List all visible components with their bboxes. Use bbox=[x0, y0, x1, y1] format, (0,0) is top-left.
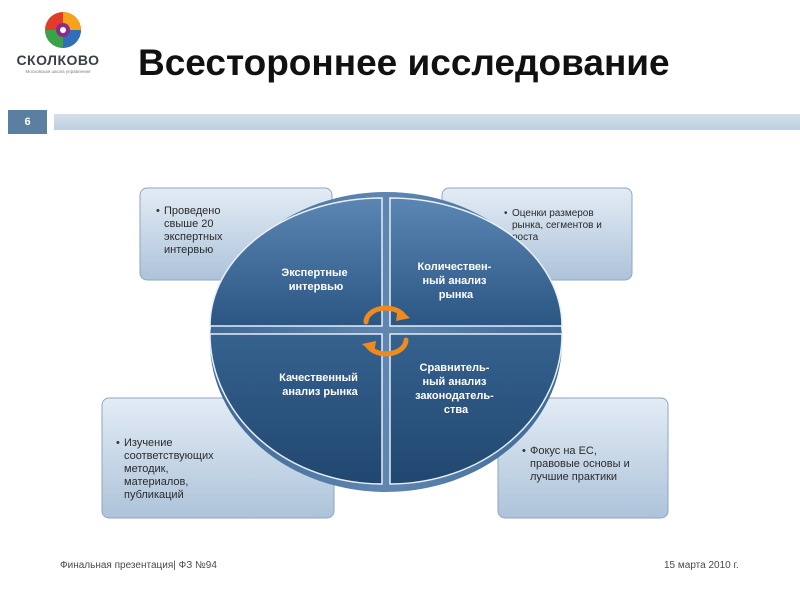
slide-title: Всестороннее исследование bbox=[138, 42, 670, 83]
footer-date: 15 марта 2010 г. bbox=[664, 560, 739, 571]
quadrant-tr-label: Количествен- ный анализ рынка bbox=[418, 261, 495, 301]
callout-br-text: Фокус на ЕС, правовые основы и лучшие пр… bbox=[530, 445, 633, 483]
skolkovo-logo-icon bbox=[45, 12, 81, 48]
callout-tr-bullet: • bbox=[504, 208, 508, 219]
page-number: 6 bbox=[8, 110, 47, 134]
callout-tl-bullet: • bbox=[156, 205, 160, 217]
callout-tr-text: Оценки размеров рынка, сегментов и роста bbox=[512, 208, 605, 243]
circular-arrows-icon bbox=[362, 305, 410, 357]
quadrant-tl-label: Экспертные интервью bbox=[281, 267, 350, 293]
quadrant-tr bbox=[389, 197, 563, 327]
quadrant-tl bbox=[209, 197, 383, 327]
header-bar bbox=[54, 114, 800, 130]
callout-bl-text: Изучение соответствующих методик, матери… bbox=[124, 437, 217, 501]
callout-tl-text: Проведено свыше 20 экспертных интервью bbox=[164, 205, 226, 256]
quadrant-bl-label: Качественный анализ рынка bbox=[279, 372, 361, 398]
skolkovo-logo: СКОЛКОВО Московская школа управления bbox=[8, 8, 108, 80]
footer-left: Финальная презентация| ФЗ №94 bbox=[60, 560, 217, 571]
quadrant-bl bbox=[209, 333, 383, 485]
callout-br-bullet: • bbox=[522, 445, 526, 457]
quadrant-br-label: Сравнитель- ный анализ законодатель- ств… bbox=[415, 362, 497, 416]
quadrant-br bbox=[389, 333, 563, 485]
logo-name: СКОЛКОВО bbox=[16, 52, 100, 68]
callout-box-br bbox=[497, 397, 669, 519]
callout-bl-bullet: • bbox=[116, 437, 120, 449]
logo-subtitle: Московская школа управления bbox=[25, 69, 91, 74]
